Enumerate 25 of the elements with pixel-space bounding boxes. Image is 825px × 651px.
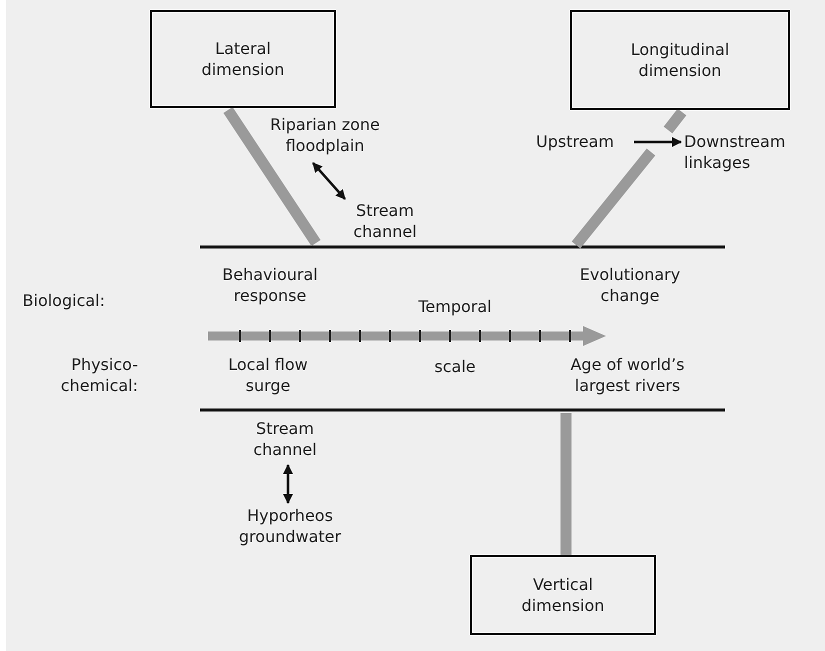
scale-endpoint-label: Local flow surge bbox=[227, 354, 309, 396]
dimension-box bbox=[570, 10, 790, 110]
box-label: Vertical dimension bbox=[520, 574, 606, 616]
connector-band bbox=[223, 106, 321, 246]
box-label: Lateral dimension bbox=[200, 38, 286, 80]
zone-label: Downstream linkages bbox=[684, 131, 794, 173]
zone-label: Riparian zone floodplain bbox=[255, 114, 395, 156]
dimension-box bbox=[470, 555, 656, 635]
scale-endpoint-label: Evolutionary change bbox=[578, 264, 682, 306]
zone-label: Hyporheos groundwater bbox=[225, 505, 355, 547]
dimension-box bbox=[150, 10, 336, 108]
zone-label: Stream channel bbox=[345, 200, 425, 242]
connector-band bbox=[560, 413, 572, 555]
zone-label: Upstream bbox=[530, 131, 620, 152]
row-label: Physico-chemical: bbox=[60, 354, 138, 396]
scale-endpoint-label: Age of world’s largest rivers bbox=[569, 354, 686, 396]
box-label: Longitudinal dimension bbox=[630, 39, 730, 81]
zone-label: Stream channel bbox=[235, 418, 335, 460]
scale-label: scale bbox=[433, 356, 477, 377]
scale-label: Temporal bbox=[417, 296, 493, 317]
arrow bbox=[312, 162, 346, 200]
arrow bbox=[283, 464, 293, 504]
arrow bbox=[634, 137, 682, 147]
scale-endpoint-label: Behavioural response bbox=[221, 264, 319, 306]
row-label: Biological: bbox=[22, 290, 105, 311]
